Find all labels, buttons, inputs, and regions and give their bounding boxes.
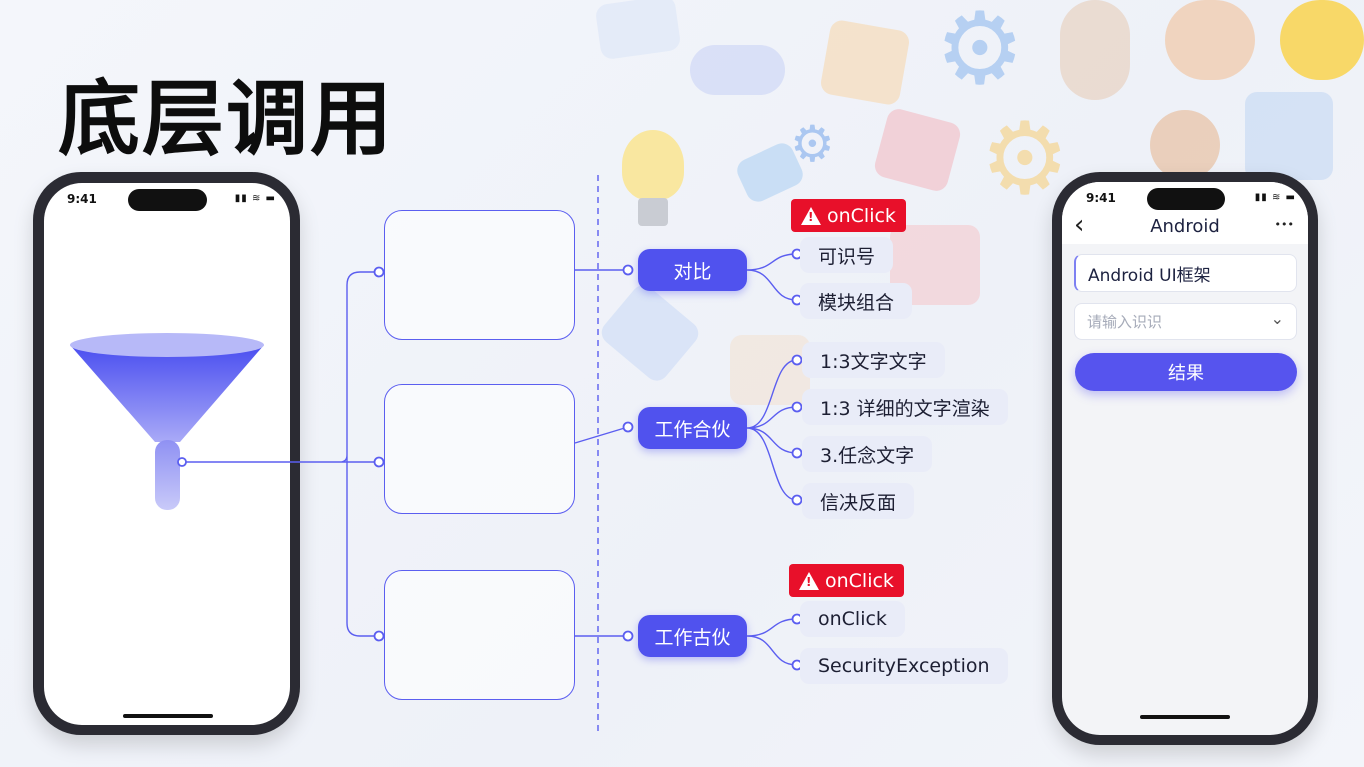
- empty-box-3: [384, 570, 575, 700]
- more-button[interactable]: •••: [1274, 218, 1294, 231]
- page-title: 底层调用: [58, 72, 395, 167]
- gear-icon: ⚙: [980, 100, 1070, 217]
- avatar: [1150, 110, 1220, 180]
- onclick-warning-badge: onClick: [789, 564, 904, 597]
- result-button[interactable]: 结果: [1075, 353, 1297, 391]
- onclick-warning-badge: onClick: [791, 199, 906, 232]
- emoji-icon: [1280, 0, 1364, 80]
- handshake-icon: [690, 45, 785, 95]
- funnel-icon: [70, 333, 264, 510]
- dynamic-island: [128, 189, 207, 211]
- avatar: [1245, 92, 1333, 180]
- header-title: Android: [1150, 216, 1220, 237]
- leaf-item[interactable]: 模块组合: [800, 283, 913, 319]
- lightbulb-base-icon: [638, 198, 668, 226]
- framework-input[interactable]: Android UI框架: [1074, 254, 1297, 292]
- select-placeholder: 请输入识识: [1087, 313, 1163, 331]
- right-phone-screen: 9:41 ▮▮ ≋ ▬ ‹ Android ••• Android UI框架 请…: [1062, 182, 1308, 735]
- calendar-icon: [730, 335, 810, 405]
- node-cooperation[interactable]: 工作合伙: [638, 407, 747, 449]
- status-time: 9:41: [1086, 191, 1116, 205]
- leaf-item[interactable]: SecurityException: [800, 648, 1008, 684]
- leaf-item[interactable]: 可识号: [800, 237, 894, 273]
- badge-label: onClick: [825, 569, 894, 592]
- dynamic-island: [1147, 188, 1225, 210]
- avatar: [1060, 0, 1130, 100]
- warning-icon: [799, 571, 819, 590]
- status-time: 9:41: [67, 192, 97, 206]
- status-icons: ▮▮ ≋ ▬: [1254, 192, 1296, 203]
- warning-icon: [801, 206, 821, 225]
- right-phone: 9:41 ▮▮ ≋ ▬ ‹ Android ••• Android UI框架 请…: [1052, 172, 1318, 745]
- gear-icon: ⚙: [935, 0, 1025, 107]
- leaf-item[interactable]: 1:3 详细的文字渲染: [802, 389, 1008, 425]
- leaf-item[interactable]: 3.任念文字: [802, 436, 933, 472]
- identifier-select[interactable]: 请输入识识 ⌄: [1074, 303, 1297, 340]
- home-indicator: [1140, 715, 1230, 719]
- lightbulb-icon: [622, 130, 684, 200]
- leaf-item[interactable]: 1:3文字文字: [802, 342, 945, 378]
- input-value: Android UI框架: [1088, 265, 1211, 286]
- chevron-down-icon: ⌄: [1270, 309, 1284, 328]
- badge-label: onClick: [827, 204, 896, 227]
- empty-box-2: [384, 384, 575, 514]
- avatar: [1165, 0, 1255, 80]
- home-indicator: [123, 714, 213, 718]
- leaf-item[interactable]: onClick: [800, 601, 905, 637]
- back-button[interactable]: ‹: [1074, 210, 1085, 240]
- node-cooperation-2[interactable]: 工作古伙: [638, 615, 747, 657]
- node-compare[interactable]: 对比: [638, 249, 747, 291]
- empty-box-1: [384, 210, 575, 340]
- leaf-item[interactable]: 信决反面: [802, 483, 915, 519]
- status-icons: ▮▮ ≋ ▬: [234, 193, 276, 204]
